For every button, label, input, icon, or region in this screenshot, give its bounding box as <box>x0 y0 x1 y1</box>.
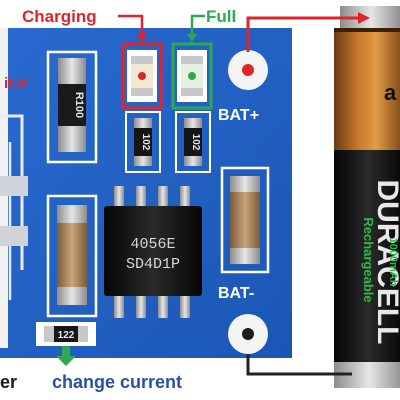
left-cut-label: er <box>0 372 17 392</box>
led2-resistor-label: 102 <box>190 134 201 151</box>
chip-line2: SD4D1P <box>126 256 180 273</box>
resistor-r100-label: R100 <box>73 92 85 118</box>
watermark-text: it.ir <box>4 75 27 92</box>
output-capacitor <box>230 176 260 264</box>
set-resistor-label: 122 <box>58 330 75 341</box>
resistor-r100 <box>58 82 86 128</box>
positive-wire <box>246 16 358 52</box>
charging-highlight-box <box>121 42 163 110</box>
battery-body <box>334 28 400 153</box>
change-current-arrow <box>56 346 76 366</box>
battery-subtitle: Rechargeable <box>361 217 376 302</box>
battery-top-letter: a <box>384 80 397 105</box>
chip-line1: 4056E <box>130 236 175 253</box>
led1-resistor-label: 102 <box>140 134 151 151</box>
charging-label: Charging <box>22 7 97 26</box>
change-current-label: change current <box>52 372 182 392</box>
input-capacitor <box>57 205 87 305</box>
battery-brand: DURACELL <box>371 180 400 345</box>
charger-ic <box>104 206 202 296</box>
bat-plus-label: BAT+ <box>218 107 259 124</box>
negative-wire <box>246 354 352 376</box>
bat-minus-label: BAT- <box>218 285 254 302</box>
battery-capacity: 1000mAh <box>387 238 399 287</box>
full-highlight-box <box>171 42 213 110</box>
full-label: Full <box>206 7 236 26</box>
